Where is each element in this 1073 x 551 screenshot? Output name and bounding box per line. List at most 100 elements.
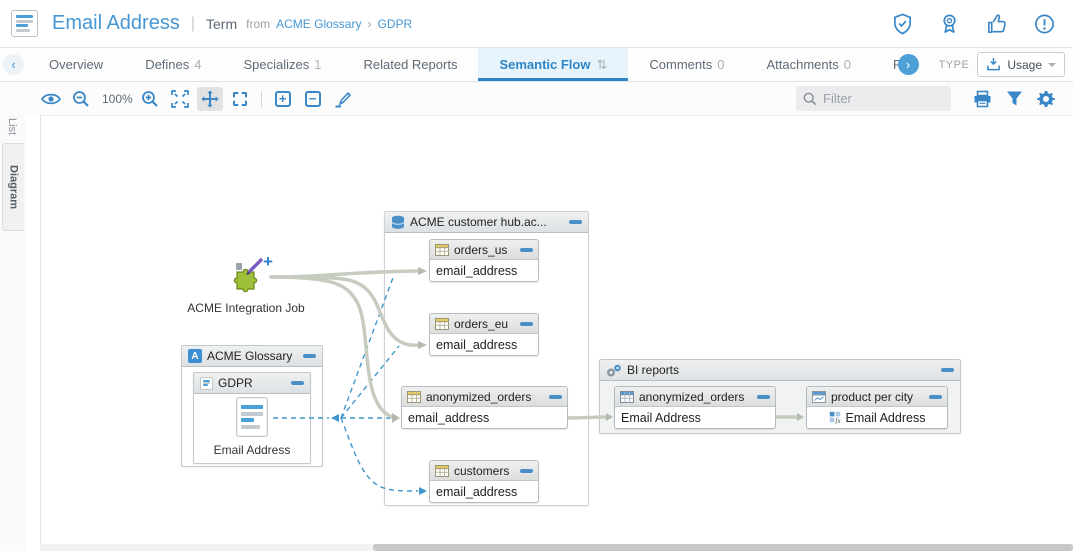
report-table-node-anonymized-orders[interactable]: anonymized_orders Email Address bbox=[614, 386, 776, 429]
filter-funnel-icon[interactable] bbox=[1006, 90, 1023, 107]
glossary-title: ACME Glossary bbox=[207, 349, 293, 363]
table-node-orders-us[interactable]: orders_us email_address bbox=[429, 239, 539, 282]
pan-tool-icon[interactable] bbox=[196, 86, 223, 111]
table-icon bbox=[407, 390, 421, 403]
collapse-table-button[interactable] bbox=[549, 394, 562, 399]
hub-container-header[interactable]: ACME customer hub.ac... bbox=[385, 212, 588, 233]
gdpr-container-header[interactable]: GDPR bbox=[194, 373, 310, 394]
gdpr-title: GDPR bbox=[218, 376, 253, 390]
filter-input[interactable] bbox=[823, 91, 933, 106]
thumbs-up-icon[interactable] bbox=[986, 13, 1008, 35]
database-icon bbox=[391, 215, 405, 229]
from-label: from bbox=[246, 16, 271, 31]
collapse-bi-button[interactable] bbox=[941, 368, 954, 372]
table-node-orders-eu[interactable]: orders_eu email_address bbox=[429, 313, 539, 356]
edit-pen-icon[interactable] bbox=[330, 87, 356, 111]
fit-to-screen-icon[interactable] bbox=[167, 87, 193, 111]
column-row[interactable]: email_address bbox=[430, 481, 538, 502]
tab-count: 4 bbox=[194, 57, 202, 72]
settings-gear-icon[interactable] bbox=[1037, 90, 1055, 108]
horizontal-scrollbar-thumb[interactable] bbox=[373, 544, 1073, 551]
bi-container-header[interactable]: BI reports bbox=[600, 360, 960, 381]
table-icon bbox=[435, 317, 449, 330]
view-tab-diagram[interactable]: Diagram bbox=[2, 143, 24, 231]
integration-job-icon[interactable] bbox=[226, 255, 270, 295]
column-row[interactable]: email_address bbox=[402, 407, 567, 428]
metric-fx-icon: fx bbox=[829, 411, 841, 424]
collapse-table-button[interactable] bbox=[520, 468, 533, 473]
report-icon bbox=[812, 390, 826, 403]
column-row[interactable]: Email Address bbox=[615, 407, 775, 428]
report-attribute-row[interactable]: fx Email Address bbox=[807, 407, 947, 428]
bi-gears-icon bbox=[607, 364, 621, 376]
view-switch-rail: List Diagram bbox=[0, 115, 25, 551]
table-node-anonymized-orders[interactable]: anonymized_orders email_address bbox=[401, 386, 568, 429]
table-header[interactable]: orders_eu bbox=[430, 314, 538, 334]
collapse-table-button[interactable] bbox=[520, 321, 533, 326]
view-tab-list[interactable]: List bbox=[6, 118, 18, 136]
breadcrumb-glossary-link[interactable]: ACME Glossary bbox=[276, 16, 362, 31]
breadcrumb-domain-link[interactable]: GDPR bbox=[377, 16, 413, 31]
breadcrumb-separator: › bbox=[367, 16, 372, 31]
shield-check-icon[interactable] bbox=[892, 13, 913, 35]
tab-overview[interactable]: Overview bbox=[49, 57, 104, 72]
title-divider: | bbox=[190, 14, 195, 32]
svg-text:fx: fx bbox=[835, 417, 841, 424]
collapse-hub-button[interactable] bbox=[569, 220, 582, 224]
collapse-report-button[interactable] bbox=[929, 394, 942, 399]
tab-related-reports[interactable]: Related Reports bbox=[363, 57, 458, 72]
certification-badge-icon[interactable] bbox=[939, 13, 960, 35]
header-action-icons bbox=[892, 13, 1055, 35]
horizontal-scrollbar-track[interactable] bbox=[40, 544, 1073, 551]
add-node-button[interactable]: + bbox=[263, 252, 273, 271]
tabs-scroll-left-button[interactable]: ‹ bbox=[3, 54, 24, 75]
table-icon bbox=[435, 464, 449, 477]
chevron-down-icon bbox=[1048, 62, 1056, 67]
collapse-table-button[interactable] bbox=[520, 247, 533, 252]
zoom-out-icon[interactable] bbox=[68, 87, 94, 111]
table-icon-blue bbox=[620, 390, 634, 403]
report-header[interactable]: product per city bbox=[807, 387, 947, 407]
marquee-select-icon[interactable] bbox=[227, 87, 253, 111]
table-header[interactable]: anonymized_orders bbox=[615, 387, 775, 407]
preview-eye-icon[interactable] bbox=[38, 87, 64, 111]
search-icon bbox=[803, 92, 817, 105]
usage-download-icon bbox=[987, 57, 1001, 71]
diagram-canvas[interactable]: + ACME Integration Job A ACME Glossary G… bbox=[40, 115, 1073, 545]
collapse-glossary-button[interactable] bbox=[303, 354, 316, 358]
tabs-scroll-right-button[interactable]: › bbox=[897, 54, 919, 75]
type-label: TYPE bbox=[938, 58, 970, 71]
collapse-gdpr-button[interactable] bbox=[291, 381, 304, 385]
report-node-product-per-city[interactable]: product per city fx Email Address bbox=[806, 386, 948, 429]
page-header: Email Address | Term from ACME Glossary … bbox=[0, 0, 1073, 48]
collapse-table-button[interactable] bbox=[757, 394, 770, 399]
page-title: Email Address bbox=[52, 12, 180, 34]
tab-semantic-flow[interactable]: Semantic Flow⇅ bbox=[478, 48, 629, 81]
expand-all-icon[interactable]: + bbox=[270, 87, 296, 111]
table-header[interactable]: orders_us bbox=[430, 240, 538, 260]
usage-dropdown-button[interactable]: Usage bbox=[977, 52, 1065, 77]
bi-title: BI reports bbox=[627, 363, 680, 377]
zoom-in-icon[interactable] bbox=[137, 87, 163, 111]
integration-job-label[interactable]: ACME Integration Job bbox=[187, 301, 305, 315]
toolbar-right-icons bbox=[973, 90, 1055, 108]
asset-type-label: Term bbox=[206, 15, 238, 32]
collapse-all-icon[interactable]: − bbox=[300, 87, 326, 111]
print-icon[interactable] bbox=[973, 90, 992, 108]
table-header[interactable]: customers bbox=[430, 461, 538, 481]
email-address-term-label[interactable]: Email Address bbox=[213, 443, 291, 457]
issue-alert-icon[interactable] bbox=[1034, 13, 1055, 35]
column-row[interactable]: email_address bbox=[430, 334, 538, 355]
table-header[interactable]: anonymized_orders bbox=[402, 387, 567, 407]
table-node-customers[interactable]: customers email_address bbox=[429, 460, 539, 503]
diagram-toolbar: 100% + − bbox=[0, 82, 1073, 115]
column-row[interactable]: email_address bbox=[430, 260, 538, 281]
glossary-container-header[interactable]: A ACME Glossary bbox=[182, 346, 322, 367]
hub-title: ACME customer hub.ac... bbox=[410, 215, 547, 229]
email-address-term-icon[interactable] bbox=[236, 397, 268, 437]
toolbar-separator bbox=[260, 90, 262, 107]
